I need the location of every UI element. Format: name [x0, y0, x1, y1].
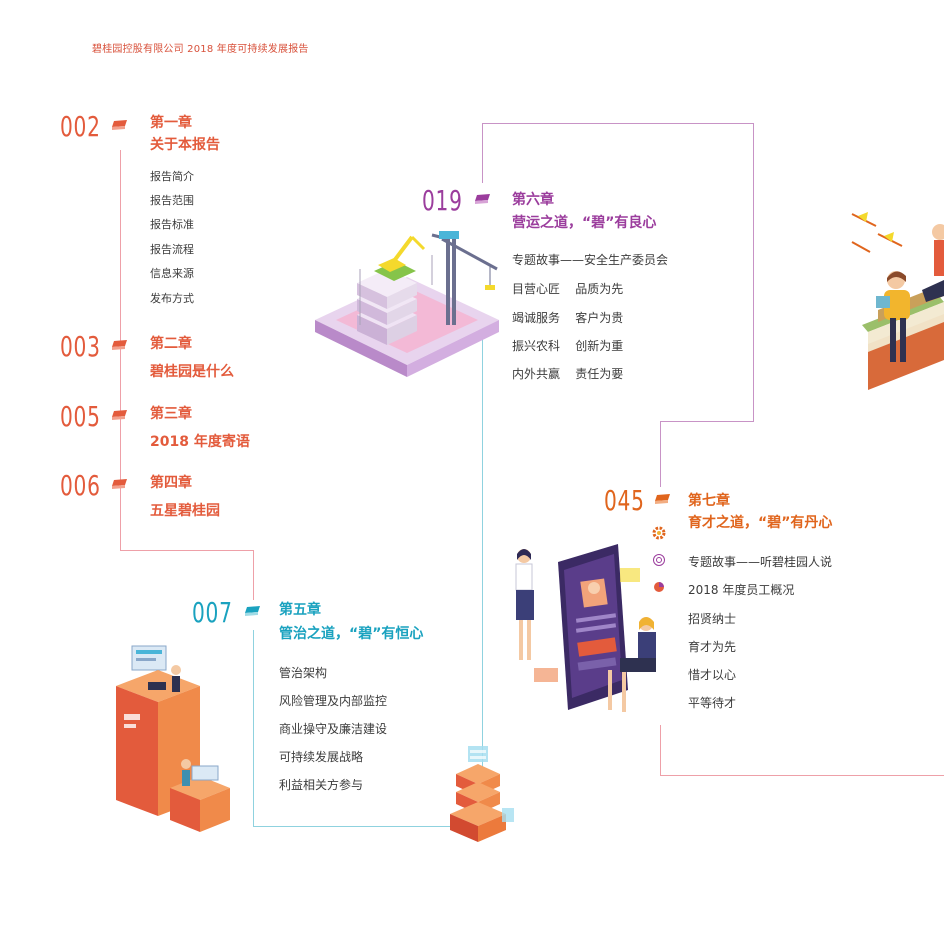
book-icon — [112, 340, 127, 350]
chapter-1-item: 报告流程 — [150, 243, 194, 256]
chapter-7-item: 育才为先 — [688, 640, 737, 654]
chapter-7-item: 惜才以心 — [688, 668, 737, 682]
chapter-1-item: 信息来源 — [150, 267, 194, 280]
chapter-7-page-number: 045 — [604, 484, 645, 517]
chapter-2-subtitle: 碧桂园是什么 — [150, 364, 234, 380]
chapter-7-subtitle: 育才之道，“碧”有丹心 — [688, 515, 833, 531]
construction-illustration — [315, 231, 499, 377]
chapter-1-item: 报告范围 — [150, 194, 194, 207]
chapter-6-subtitle: 营运之道，“碧”有良心 — [512, 215, 657, 231]
chapter-1-subtitle: 关于本报告 — [150, 137, 220, 153]
timeline-line-left-h — [120, 550, 253, 551]
chapter-7-item: 平等待才 — [688, 696, 737, 710]
people-phone-illustration — [515, 544, 656, 712]
chapter-3-subtitle: 2018 年度寄语 — [150, 434, 250, 450]
book-icon — [655, 494, 670, 504]
chapter-5-item: 管治架构 — [279, 666, 328, 680]
chapter-2-page-number: 003 — [60, 330, 101, 363]
timeline-line-purple-v — [482, 123, 483, 183]
book-icon — [475, 194, 490, 204]
target-icon — [653, 554, 665, 566]
timeline-line-left-v2 — [253, 550, 254, 600]
chapter-4-subtitle: 五星碧桂园 — [150, 503, 220, 519]
timeline-line-left — [120, 150, 121, 550]
chapter-6-item: 内外共赢 责任为要 — [512, 367, 624, 381]
chapter-1-page-number: 002 — [60, 110, 101, 143]
book-icon — [112, 410, 127, 420]
book-icon — [245, 606, 260, 616]
chapter-1-item: 报告简介 — [150, 170, 194, 183]
timeline-line-purple-h — [482, 123, 753, 124]
chapter-6-item: 竭诚服务 客户为贵 — [512, 311, 624, 325]
chapter-7-item: 招贤纳士 — [688, 612, 737, 626]
timeline-line-purple-h2 — [660, 421, 754, 422]
chapter-5-item: 风险管理及内部监控 — [279, 694, 388, 708]
chapter-3-title: 第三章 — [150, 406, 192, 422]
chapter-6-item: 专题故事——安全生产委员会 — [512, 253, 669, 267]
timeline-line-cyan-h — [253, 826, 483, 827]
chapter-3-page-number: 005 — [60, 400, 101, 433]
chapter-5-item: 商业操守及廉洁建设 — [279, 722, 388, 736]
chapter-5-page-number: 007 — [192, 596, 233, 629]
chapter-1-item: 发布方式 — [150, 292, 194, 305]
puzzle-icon — [654, 582, 664, 592]
chapter-7-title: 第七章 — [688, 493, 730, 509]
chapter-6-title: 第六章 — [512, 192, 554, 208]
book-icon — [112, 120, 127, 130]
timeline-line-cyan-up — [482, 335, 483, 770]
timeline-line-purple-v3 — [660, 421, 661, 487]
office-illustration — [116, 645, 230, 832]
chapter-4-title: 第四章 — [150, 475, 192, 491]
chapter-7-item: 专题故事——听碧桂园人说 — [688, 555, 833, 569]
timeline-line-pink-v — [660, 725, 661, 775]
chapter-5-item: 利益相关方参与 — [279, 778, 364, 792]
data-stack-illustration — [450, 746, 514, 842]
timeline-line-pink-h — [660, 775, 944, 776]
chapter-4-page-number: 006 — [60, 469, 101, 502]
book-icon — [112, 479, 127, 489]
chapter-1-title: 第一章 — [150, 115, 192, 131]
chapter-6-item: 振兴农科 创新为重 — [512, 339, 624, 353]
timeline-line-cyan-v — [253, 630, 254, 826]
reading-illustration — [851, 212, 944, 390]
report-header: 碧桂园控股有限公司 2018 年度可持续发展报告 — [92, 44, 309, 55]
chapter-5-subtitle: 管治之道，“碧”有恒心 — [279, 626, 424, 642]
gear-icon — [652, 526, 666, 540]
chapter-7-item: 2018 年度员工概况 — [688, 583, 795, 597]
chapter-1-item: 报告标准 — [150, 218, 194, 231]
chapter-5-title: 第五章 — [279, 602, 321, 618]
chapter-2-title: 第二章 — [150, 336, 192, 352]
chapter-6-item: 目营心匠 品质为先 — [512, 282, 624, 296]
timeline-line-purple-v2 — [753, 123, 754, 421]
chapter-6-page-number: 019 — [422, 184, 463, 217]
chapter-5-item: 可持续发展战略 — [279, 750, 364, 764]
